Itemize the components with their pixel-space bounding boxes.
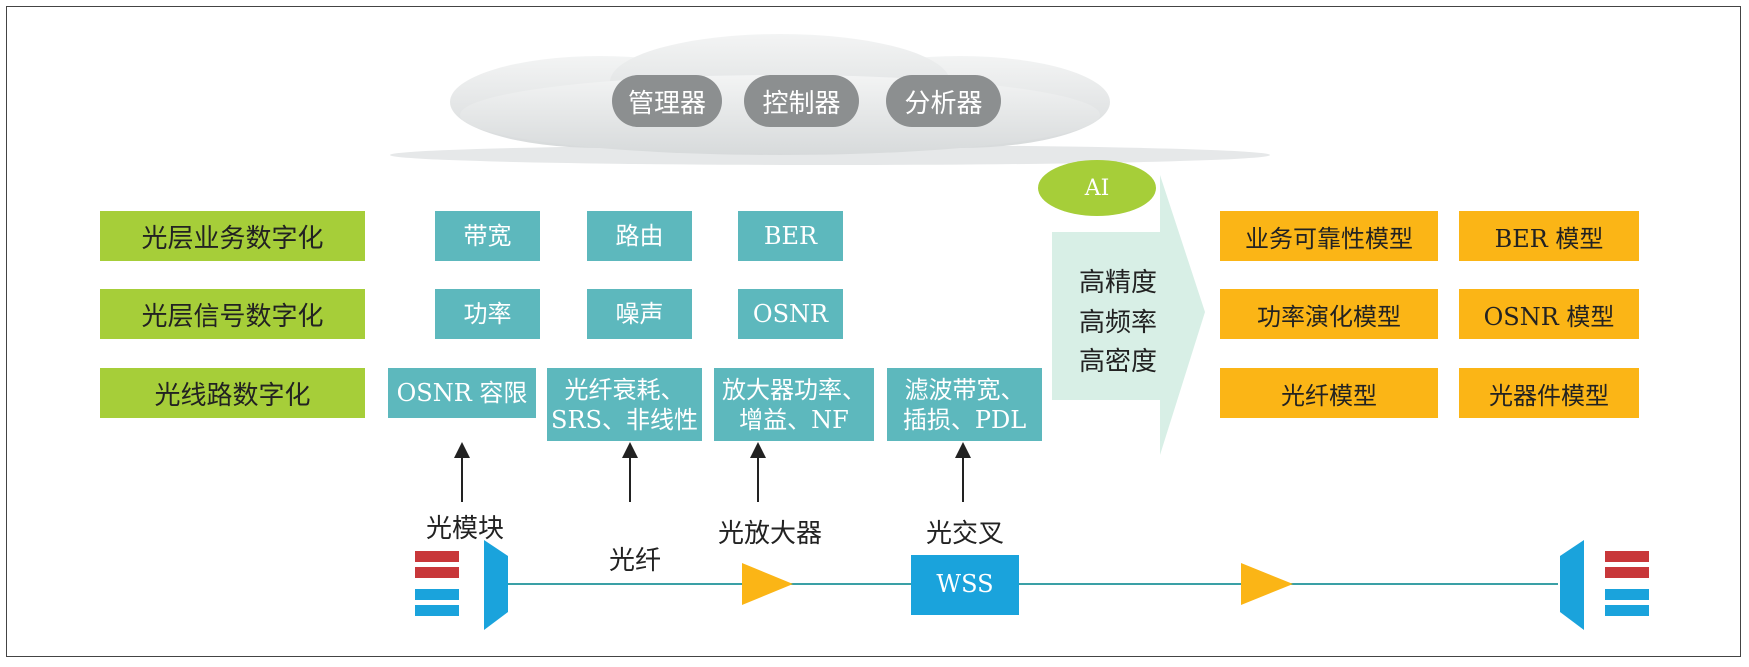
param-filter-line2: 插损、PDL xyxy=(902,405,1027,434)
device-label-cross: 光交叉 xyxy=(925,519,1004,549)
model-ber: BER 模型 xyxy=(1459,211,1639,261)
left-lane-blue-1 xyxy=(415,589,459,600)
right-lane-blue-2 xyxy=(1605,605,1649,616)
category-service: 光层业务数字化 xyxy=(100,211,365,261)
param-filter-line1: 滤波带宽、 xyxy=(904,375,1025,404)
left-lane-red-2 xyxy=(415,567,459,578)
device-label-module: 光模块 xyxy=(425,514,504,544)
param-bandwidth: 带宽 xyxy=(435,211,540,261)
left-lane-blue-2 xyxy=(415,605,459,616)
wss-box xyxy=(911,555,1019,615)
cloud-controller: 控制器 xyxy=(744,75,859,127)
param-osnr-tolerance: OSNR 容限 xyxy=(388,368,536,418)
right-lane-red-1 xyxy=(1605,551,1649,562)
param-fiber-loss: 光纤衰耗、 SRS、非线性 xyxy=(547,368,702,441)
param-amplifier: 放大器功率、 增益、NF xyxy=(714,368,874,441)
param-noise: 噪声 xyxy=(587,289,692,339)
param-osnr: OSNR xyxy=(738,289,843,339)
ai-arrow-shape xyxy=(1052,175,1205,455)
ai-density: 高密度 xyxy=(1078,347,1157,377)
category-signal: 光层信号数字化 xyxy=(100,289,365,339)
param-ber: BER xyxy=(738,211,843,261)
amplifier-triangle-2 xyxy=(1241,563,1293,605)
amplifier-triangle-1 xyxy=(742,563,793,605)
right-mux-shape xyxy=(1560,540,1584,630)
ai-badge: AI xyxy=(1038,160,1156,216)
param-power: 功率 xyxy=(435,289,540,339)
param-route: 路由 xyxy=(587,211,692,261)
param-amplifier-line2: 增益、NF xyxy=(739,405,849,434)
cloud-analyzer: 分析器 xyxy=(886,75,1001,127)
device-label-amplifier: 光放大器 xyxy=(717,519,822,549)
model-service-reliability: 业务可靠性模型 xyxy=(1220,211,1438,261)
param-amplifier-line1: 放大器功率、 xyxy=(722,375,866,404)
wss-label: WSS xyxy=(936,570,994,598)
ai-precision: 高精度 xyxy=(1078,268,1157,298)
left-lane-red-1 xyxy=(415,551,459,562)
model-osnr: OSNR 模型 xyxy=(1459,289,1639,339)
model-fiber: 光纤模型 xyxy=(1220,368,1438,418)
device-label-fiber: 光纤 xyxy=(608,546,661,576)
cloud-manager: 管理器 xyxy=(612,75,722,127)
model-optical-device: 光器件模型 xyxy=(1459,368,1639,418)
right-lane-red-2 xyxy=(1605,567,1649,578)
right-lane-blue-1 xyxy=(1605,589,1649,600)
category-line: 光线路数字化 xyxy=(100,368,365,418)
param-filter: 滤波带宽、 插损、PDL xyxy=(887,368,1042,441)
param-osnr-tolerance-text: OSNR 容限 xyxy=(396,379,528,407)
param-fiber-loss-line1: 光纤衰耗、 xyxy=(564,375,685,404)
param-fiber-loss-line2: SRS、非线性 xyxy=(551,405,698,434)
left-mux-shape xyxy=(484,540,508,630)
figure-frame xyxy=(6,6,1741,657)
model-power-evolution: 功率演化模型 xyxy=(1220,289,1438,339)
ai-frequency: 高频率 xyxy=(1078,308,1157,338)
